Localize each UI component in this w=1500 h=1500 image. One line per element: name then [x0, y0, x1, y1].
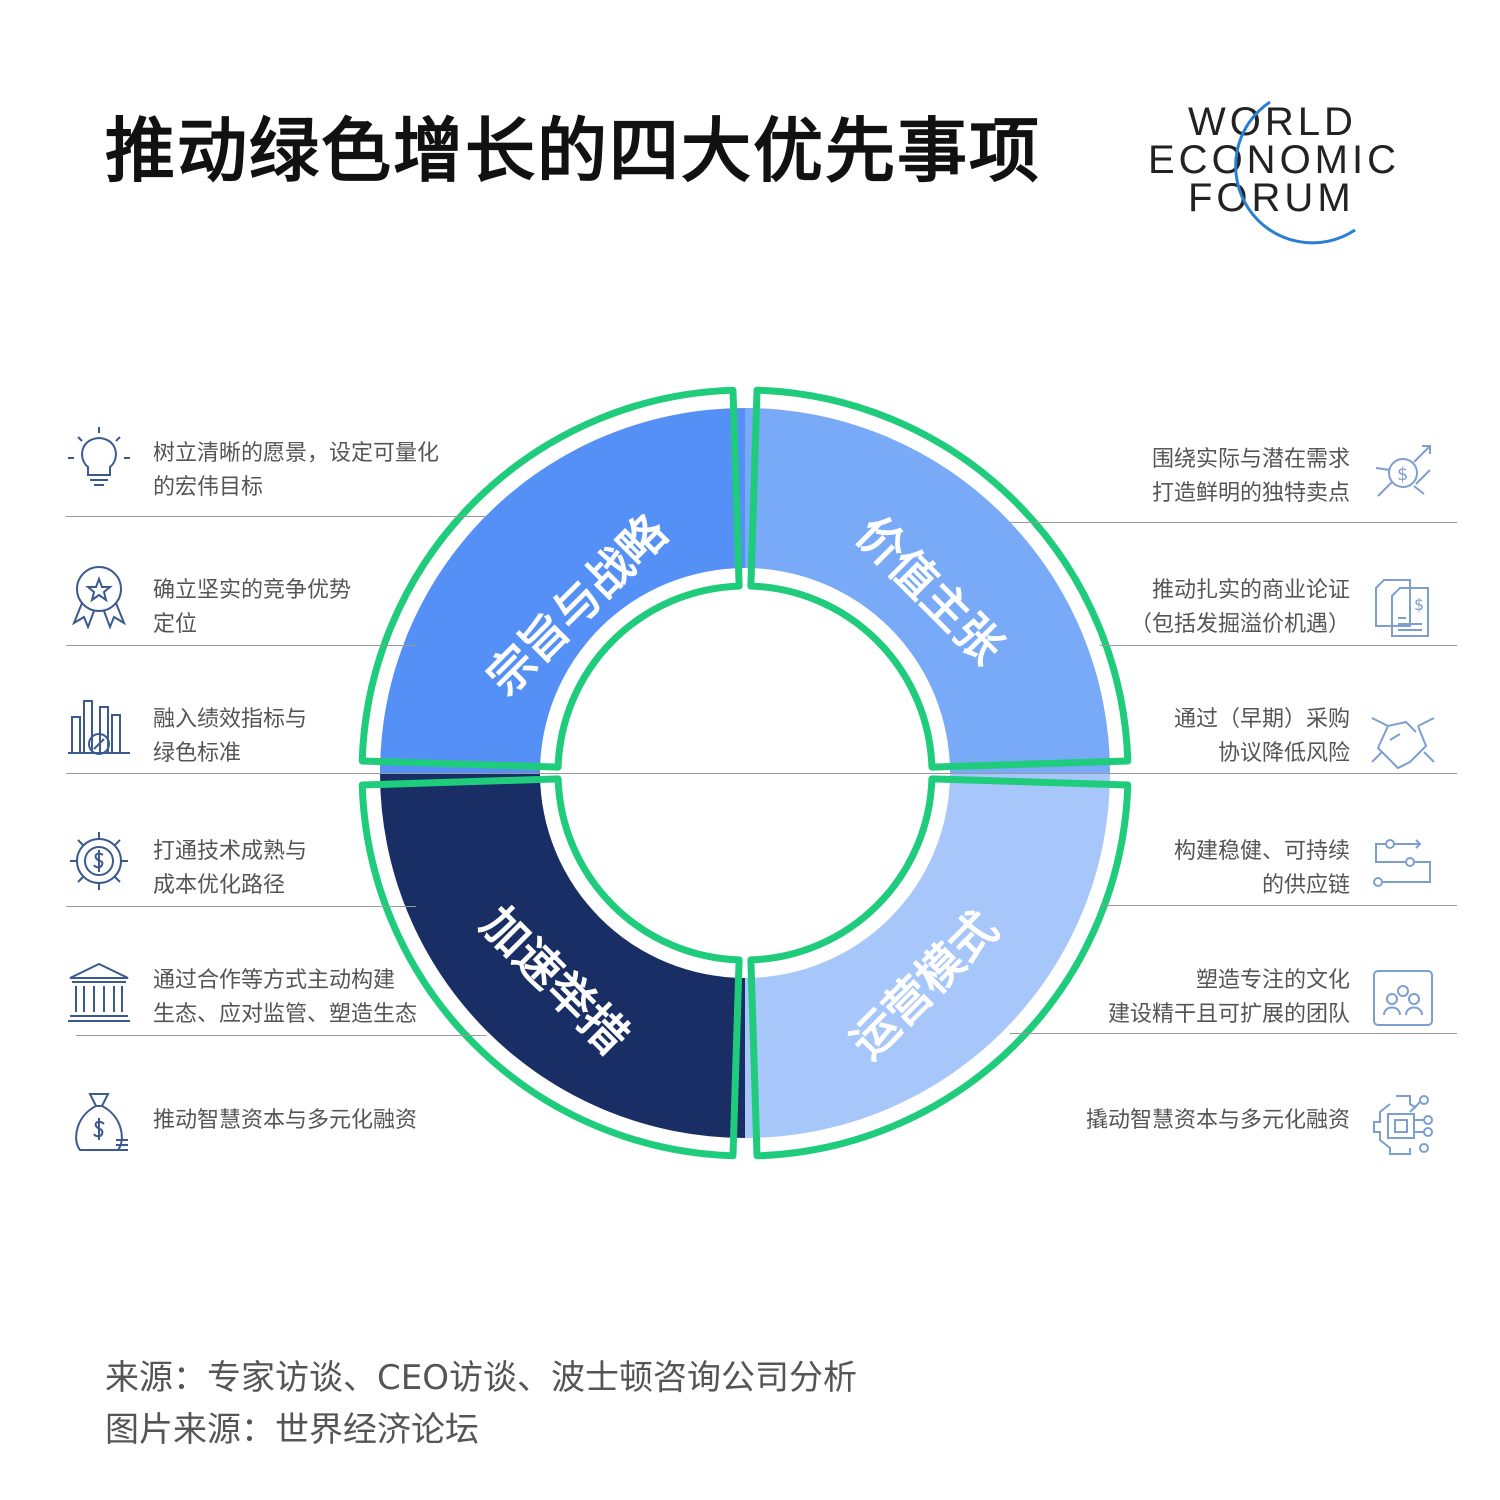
logo-arc-icon	[1234, 100, 1356, 245]
quadrant-accelerators	[380, 773, 745, 1138]
divider	[1100, 905, 1457, 906]
gear-dollar-icon	[70, 832, 128, 890]
documents-dollar-icon: $	[1375, 579, 1429, 637]
right-item-text: 围绕实际与潜在需求 打造鲜明的独特卖点	[1151, 447, 1350, 506]
divider	[66, 906, 416, 907]
quadrant-purpose-strategy-outline	[358, 386, 743, 771]
bar-chart-percent-icon	[68, 700, 130, 755]
page-title: 推动绿色增长的四大优先事项	[105, 110, 1041, 192]
money-bag-icon	[75, 1093, 128, 1151]
left-item-text: 融入绩效指标与 绿色标准	[153, 707, 308, 766]
quadrant-value-proposition	[745, 408, 1110, 773]
award-ribbon-icon	[71, 566, 127, 629]
right-item-text: 构建稳健、可持续 的供应链	[1173, 839, 1350, 898]
team-cycle-icon	[1373, 970, 1433, 1026]
right-item-text: 塑造专注的文化 建设精干且可扩展的团队	[1107, 968, 1350, 1027]
divider	[66, 773, 746, 774]
supply-chain-flow-icon	[1373, 839, 1431, 887]
svg-text:$: $	[1397, 464, 1408, 485]
quadrant-operating-model	[745, 773, 1110, 1138]
logo-line-1: WORLD	[1188, 100, 1357, 144]
divider	[1100, 645, 1457, 646]
handshake-icon	[1371, 717, 1435, 770]
wef-logo: WORLD ECONOMIC FORUM	[1140, 100, 1410, 260]
divider	[745, 773, 1457, 774]
right-item-text: 推动扎实的商业论证 （包括发掘溢价机遇）	[1129, 578, 1350, 637]
image-credit: 图片来源：世界经济论坛	[105, 1410, 479, 1450]
divider	[76, 1035, 486, 1036]
quadrant-purpose-strategy	[380, 408, 745, 773]
institution-building-icon	[68, 962, 130, 1022]
chip-gear-icon	[1373, 1095, 1433, 1155]
logo-line-3: FORUM	[1188, 176, 1355, 220]
divider	[66, 645, 416, 646]
divider	[1010, 522, 1457, 523]
quadrant-value-proposition-outline	[747, 386, 1132, 771]
logo-line-2: ECONOMIC	[1148, 138, 1400, 182]
quadrant-operating-model-outline	[747, 775, 1132, 1160]
left-item-text: 推动智慧资本与多元化融资	[153, 1108, 418, 1133]
left-item-text: 树立清晰的愿景，设定可量化 的宏伟目标	[153, 441, 440, 500]
svg-text:$: $	[1414, 595, 1424, 614]
left-item-text: 打通技术成熟与 成本优化路径	[153, 839, 308, 898]
left-item-text: 通过合作等方式主动构建 生态、应对监管、塑造生态	[153, 968, 418, 1027]
quadrant-accelerators-outline	[358, 775, 743, 1160]
right-item-text: 撬动智慧资本与多元化融资	[1085, 1108, 1350, 1133]
dollar-network-icon: $	[1375, 445, 1431, 497]
right-item-text: 通过（早期）采购 协议降低风险	[1173, 707, 1350, 766]
source-note: 来源：专家访谈、CEO访谈、波士顿咨询公司分析	[105, 1358, 857, 1398]
lightbulb-icon	[68, 427, 130, 486]
left-item-text: 确立坚实的竞争优势 定位	[153, 578, 352, 637]
divider	[66, 516, 486, 517]
divider	[1010, 1033, 1457, 1034]
